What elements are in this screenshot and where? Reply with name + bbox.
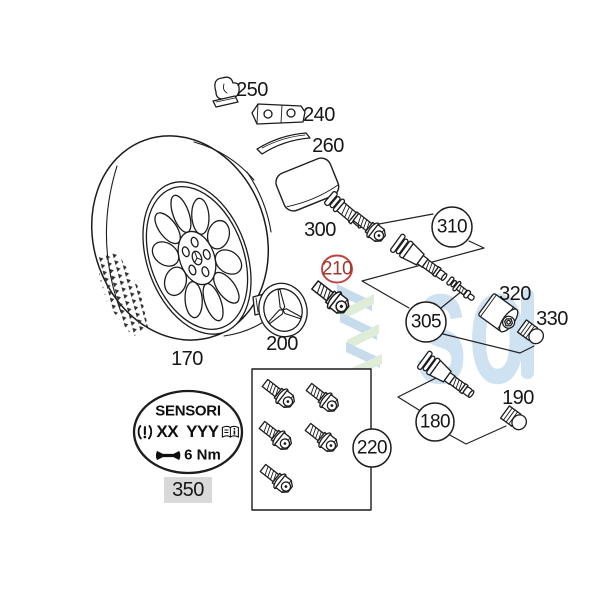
part-label-260: 260	[312, 135, 344, 157]
center-cap-drawing	[252, 277, 314, 343]
tire-tread-texture	[99, 252, 148, 337]
balance-weight-drawing	[256, 132, 311, 155]
sensor-torque-value: 6 Nm	[184, 446, 221, 464]
part-label-250: 250	[236, 79, 268, 101]
red-highlight-circle-210	[321, 254, 353, 284]
sensor-code-left: XX	[156, 422, 179, 441]
callout-circle-310	[431, 206, 473, 248]
part-label-200: 200	[266, 333, 298, 355]
part-label-320: 320	[499, 283, 531, 305]
manual-book-icon	[222, 425, 240, 438]
valve-cap-190-drawing	[499, 405, 530, 434]
sensor-label-torque-row: 6 Nm	[155, 447, 221, 464]
tpms-warning-icon	[137, 424, 153, 439]
part-label-330: 330	[536, 308, 568, 330]
part-label-350: 350	[164, 477, 212, 503]
callout-circle-180	[415, 402, 455, 442]
part-label-240: 240	[303, 104, 335, 126]
valve-core-drawing	[444, 275, 478, 305]
tire-wheel-drawing	[90, 135, 284, 341]
part-label-180: 180	[419, 411, 451, 433]
wheel-bolt-210-drawing	[308, 276, 354, 319]
part-label-220: 220	[356, 437, 388, 459]
callout-circle-220	[352, 428, 392, 468]
callout-circle-305	[405, 301, 447, 343]
part-label-170: 170	[171, 348, 203, 370]
part-label-190: 190	[502, 387, 534, 409]
lug-holes	[177, 233, 217, 283]
retaining-clip-drawing	[212, 76, 240, 108]
sensor-label-title: SENSORI	[155, 402, 221, 420]
valve-assembly-180-drawing	[416, 349, 480, 405]
part-label-310: 310	[436, 216, 468, 238]
part-label-210: 210	[321, 258, 353, 280]
part-label-300: 300	[304, 219, 336, 241]
valve-sleeve-320-drawing	[478, 293, 519, 333]
sensor-code-right: YYY	[186, 422, 219, 441]
bracket-drawing	[251, 103, 306, 125]
wrench-icon	[155, 450, 181, 460]
sensor-label-code-row: XX YYY	[136, 422, 240, 442]
part-label-305: 305	[410, 311, 442, 333]
mercedes-star-icon	[259, 285, 302, 330]
